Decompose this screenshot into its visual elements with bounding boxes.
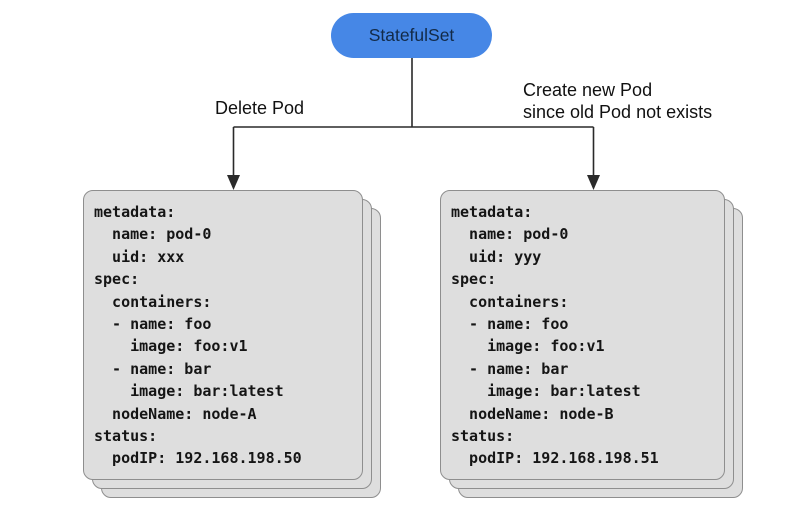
statefulset-node: StatefulSet xyxy=(331,13,492,58)
edge-label-create-new-pod: Create new Pod since old Pod not exists xyxy=(523,80,713,122)
statefulset-node-label: StatefulSet xyxy=(368,25,455,45)
pod-card-stack-right: metadata: name: pod-0 uid: yyy spec: con… xyxy=(440,190,743,498)
pod-card-stack-left: metadata: name: pod-0 uid: xxx spec: con… xyxy=(83,190,381,498)
arrowhead-down-right-icon xyxy=(587,175,600,190)
pod-yaml-right: metadata: name: pod-0 uid: yyy spec: con… xyxy=(451,203,659,468)
pod-card-right: metadata: name: pod-0 uid: yyy spec: con… xyxy=(440,190,725,480)
pod-yaml-left: metadata: name: pod-0 uid: xxx spec: con… xyxy=(94,203,302,468)
edge-label-delete-pod: Delete Pod xyxy=(215,98,305,118)
pod-card-left: metadata: name: pod-0 uid: xxx spec: con… xyxy=(83,190,363,480)
arrowhead-down-left-icon xyxy=(227,175,240,190)
